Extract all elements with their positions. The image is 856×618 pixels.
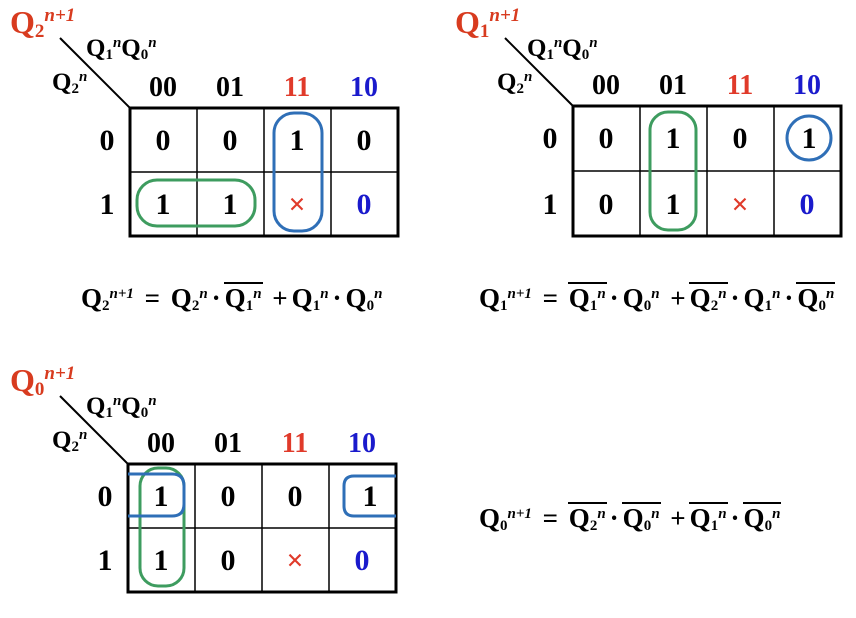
row-label: 1 — [542, 188, 558, 221]
kmap-title: Q0n+1 — [10, 362, 76, 400]
column-label: 10 — [350, 72, 378, 103]
kmap-cell: 0 — [598, 188, 614, 221]
kmap-cell: 1 — [362, 480, 378, 513]
group-green — [138, 466, 186, 588]
red-cross-icon: × — [288, 188, 306, 221]
kmap-q0: Q0n+1 Q1nQ0n Q2n 00 01 11 10 0 1 1 0 0 1… — [0, 358, 420, 618]
kmap-cell: 1 — [289, 124, 305, 157]
kmap-cell: 0 — [220, 544, 236, 577]
kmap-cell: 0 — [287, 480, 303, 513]
kmap-cell: 0 — [222, 124, 238, 157]
kmap-cell: 0 — [220, 480, 236, 513]
red-cross-icon: × — [286, 544, 304, 577]
group-blue — [785, 114, 833, 162]
kmap-cell: 1 — [665, 188, 681, 221]
column-variable: Q1nQ0n — [86, 35, 157, 63]
kmap-cell: 0 — [799, 188, 815, 221]
column-label: 01 — [214, 428, 242, 459]
kmap-cell: 1 — [801, 122, 817, 155]
group-green — [135, 178, 257, 228]
equation-q0: Q0n+1 = Q2n·Q0n +Q1n·Q0n — [479, 502, 782, 534]
row-label: 1 — [99, 188, 115, 221]
row-variable: Q2n — [52, 69, 88, 97]
column-variable: Q1nQ0n — [527, 35, 598, 63]
group-blue-right — [342, 474, 396, 518]
column-label: 01 — [216, 72, 244, 103]
column-label: 00 — [149, 72, 177, 103]
kmap-q2-lines — [59, 37, 400, 238]
row-label: 0 — [97, 480, 113, 513]
group-blue — [272, 111, 324, 233]
kmap-cell: 1 — [222, 188, 238, 221]
row-label: 0 — [99, 124, 115, 157]
column-label: 00 — [592, 70, 620, 101]
column-label: 00 — [147, 428, 175, 459]
kmap-cell: 0 — [598, 122, 614, 155]
column-label: 11 — [283, 72, 311, 103]
kmap-q1: Q1n+1 Q1nQ0n Q2n 00 01 11 10 0 1 0 1 0 1… — [445, 0, 856, 260]
kmap-q2: Q2n+1 Q1nQ0n Q2n 00 01 11 10 0 1 0 0 1 0… — [0, 0, 420, 260]
column-label: 11 — [726, 70, 754, 101]
kmap-cell: 0 — [732, 122, 748, 155]
column-label: 01 — [659, 70, 687, 101]
column-variable: Q1nQ0n — [86, 393, 157, 421]
kmap-cell: 1 — [153, 480, 169, 513]
red-cross-icon: × — [731, 188, 749, 221]
column-label: 11 — [281, 428, 309, 459]
kmap-cell: 1 — [155, 188, 171, 221]
kmap-title: Q2n+1 — [10, 4, 76, 42]
group-green — [648, 110, 698, 232]
row-label: 0 — [542, 122, 558, 155]
equation-q1: Q1n+1 = Q1n·Q0n +Q2n·Q1n·Q0n — [479, 282, 836, 314]
kmap-cell: 0 — [356, 188, 372, 221]
column-label: 10 — [348, 428, 376, 459]
kmap-q1-lines — [504, 37, 843, 238]
kmap-cell: 1 — [153, 544, 169, 577]
kmap-cell: 0 — [354, 544, 370, 577]
equation-q2: Q2n+1 = Q2n·Q1n +Q1n·Q0n — [81, 282, 383, 314]
kmap-title: Q1n+1 — [455, 4, 521, 42]
kmap-q0-lines — [59, 395, 398, 594]
row-variable: Q2n — [52, 427, 88, 455]
group-blue-left — [128, 472, 186, 518]
column-label: 10 — [793, 70, 821, 101]
row-label: 1 — [97, 544, 113, 577]
kmap-cell: 0 — [356, 124, 372, 157]
row-variable: Q2n — [497, 69, 533, 97]
kmap-cell: 1 — [665, 122, 681, 155]
kmap-cell: 0 — [155, 124, 171, 157]
